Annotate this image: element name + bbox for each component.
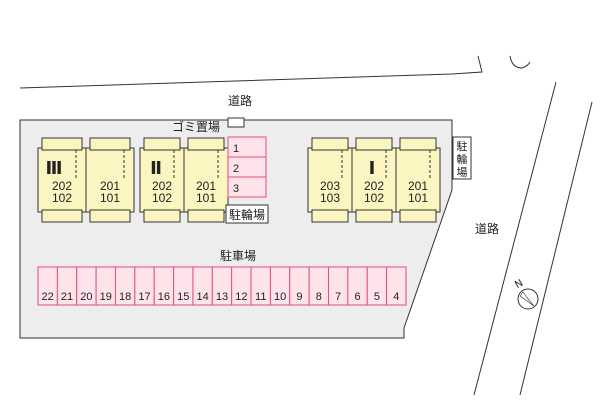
parking-stall-number: 6 (355, 291, 361, 303)
parking-stall-number: 19 (100, 291, 112, 303)
road-lines (19, 55, 593, 396)
building-name: Ⅲ (45, 158, 62, 179)
garbage-area-box (227, 117, 245, 128)
unit-body (307, 147, 353, 213)
parking-stall-number: 12 (235, 291, 247, 303)
parking-stall-number: 7 (335, 291, 341, 303)
unit-entrance (311, 209, 349, 223)
bicycle-stall-number: 3 (233, 183, 239, 195)
parking-label: 駐車場 (220, 248, 256, 263)
unit-body (183, 147, 229, 213)
parking-stall-number: 21 (61, 291, 73, 303)
bicycle-stalls: 1 2 3 (227, 136, 267, 198)
bicycle-parking-right-label: 駐輪場 (457, 139, 468, 179)
unit-porch (311, 137, 349, 151)
unit-porch (143, 137, 181, 151)
unit-entrance (355, 209, 393, 223)
bicycle-stall-number: 1 (233, 143, 239, 155)
unit-body (351, 147, 397, 213)
unit-porch (41, 137, 83, 151)
parking-stall-number: 15 (177, 291, 189, 303)
parking-stall-number: 22 (42, 291, 54, 303)
unit-entrance (143, 209, 181, 223)
bicycle-parking-left-box (225, 204, 269, 224)
unit-body (139, 147, 185, 213)
road-label-right: 道路 (475, 221, 499, 236)
parking-stall-number: 11 (255, 291, 266, 303)
compass: N (513, 278, 539, 310)
unit-porch (399, 137, 437, 151)
unit-entrance (399, 209, 437, 223)
parking-stalls: 22 21 20 19 18 17 16 15 14 13 12 11 10 9 8 7 6 5 4 (37, 266, 407, 306)
parking-stall-number: 18 (119, 291, 131, 303)
parking-stall (386, 266, 407, 306)
compass-needle-tail-icon (519, 291, 535, 307)
parking-stall-number: 4 (393, 291, 399, 303)
garbage-area-label: ゴミ置場 (172, 119, 220, 134)
bicycle-parking-right-box (452, 136, 472, 180)
unit-porch (187, 137, 225, 151)
parking-stall-number: 5 (374, 291, 380, 303)
parking-stall-number: 8 (316, 291, 322, 303)
parking-stall-number: 17 (138, 291, 150, 303)
parking-stall-number: 10 (274, 291, 286, 303)
bicycle-stall (227, 176, 267, 198)
unit-entrance (187, 209, 225, 223)
parking-stall-number: 16 (158, 291, 170, 303)
compass-north-label: N (513, 278, 525, 291)
bicycle-parking-left-label: 駐輪場 (229, 207, 265, 222)
parking-stall-number: 13 (216, 291, 228, 303)
parking-stall-number: 9 (296, 291, 302, 303)
unit-entrance (41, 209, 83, 223)
unit-entrance (89, 209, 131, 223)
road-label-top: 道路 (228, 93, 252, 108)
unit-porch (355, 137, 393, 151)
building-name: Ⅱ (150, 158, 162, 179)
bicycle-stall-number: 2 (233, 163, 239, 175)
unit-porch (89, 137, 131, 151)
parking-stall-number: 20 (80, 291, 92, 303)
parking-stall-number: 14 (197, 291, 209, 303)
building-name: Ⅰ (369, 158, 376, 179)
